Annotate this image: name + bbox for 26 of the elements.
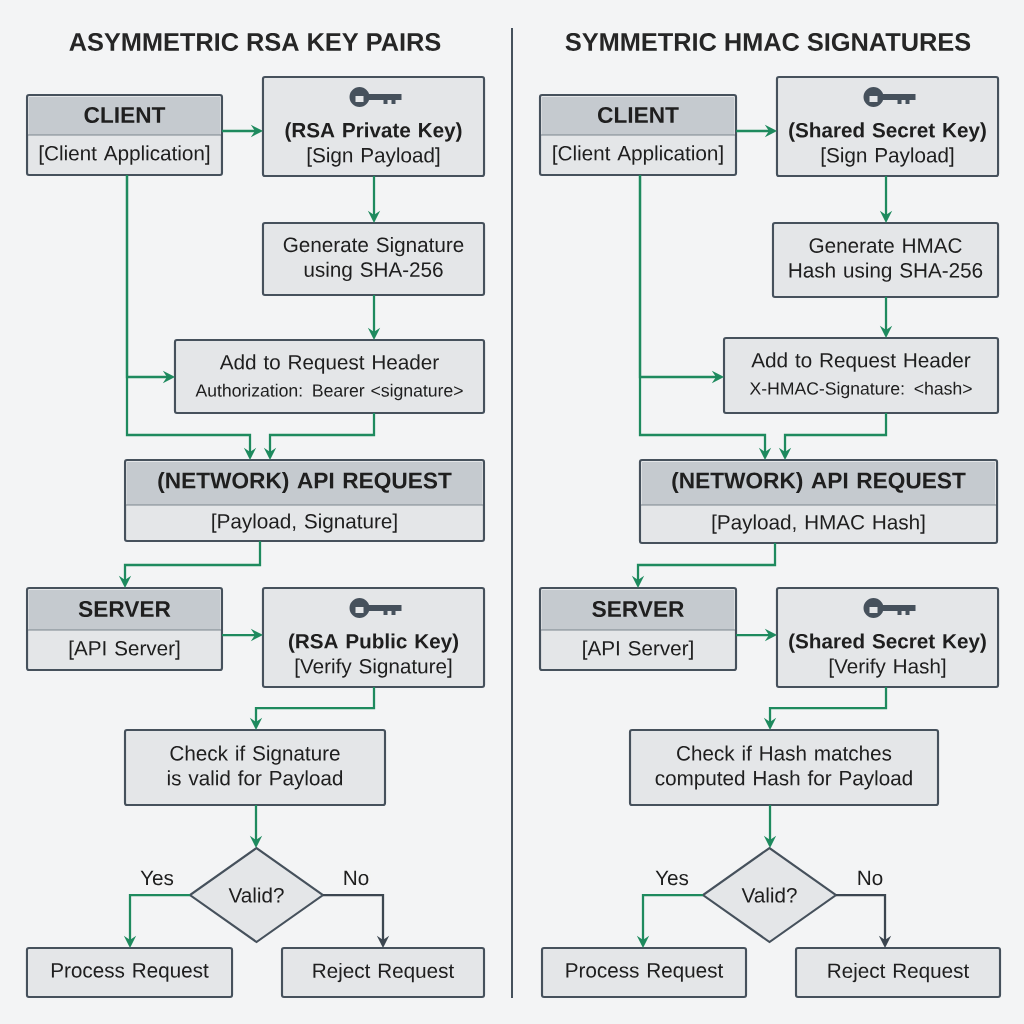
process-box: (Shared Secret Key) [Verify Hash] [775,586,1000,689]
panel-title: ASYMMETRIC RSA KEY PAIRS [69,33,441,51]
process-box: Process Request [25,946,234,999]
process-box: Reject Request [794,946,1002,999]
process-box: Check if Hash matches computed Hash for Payload [628,728,940,807]
process-box: Check if Signature is valid for Payload [123,728,387,807]
process-box: Process Request [540,946,748,999]
process-box: (RSA Private Key) [Sign Payload] [261,75,486,178]
process-box: Add to Request Header X-HMAC-Signature: <hash> [722,336,1000,415]
process-box: Add to Request Header Authorization: Bearer <signature> [173,338,486,415]
process-box: Reject Request [280,946,486,999]
process-box: (Shared Secret Key) [Sign Payload] [775,75,1000,178]
edge-label: No [855,869,885,887]
edge-label: No [341,869,371,887]
process-box: Generate Signature using SHA-256 [261,221,486,297]
header-box: CLIENT [Client Application] [538,93,738,177]
edge-label: Yes [138,869,176,887]
header-box: SERVER [API Server] [538,586,738,672]
header-box: SERVER [API Server] [25,586,224,672]
process-box: (RSA Public Key) [Verify Signature] [261,586,486,689]
edge-label: Yes [653,869,691,887]
panel-title: SYMMETRIC HMAC SIGNATURES [565,33,971,51]
header-box: CLIENT [Client Application] [25,93,224,177]
header-box: (NETWORK) API REQUEST [Payload, Signature] [123,458,486,543]
process-box: Generate HMAC Hash using SHA-256 [771,221,1000,299]
header-box: (NETWORK) API REQUEST [Payload, HMAC Hash] [638,458,999,545]
